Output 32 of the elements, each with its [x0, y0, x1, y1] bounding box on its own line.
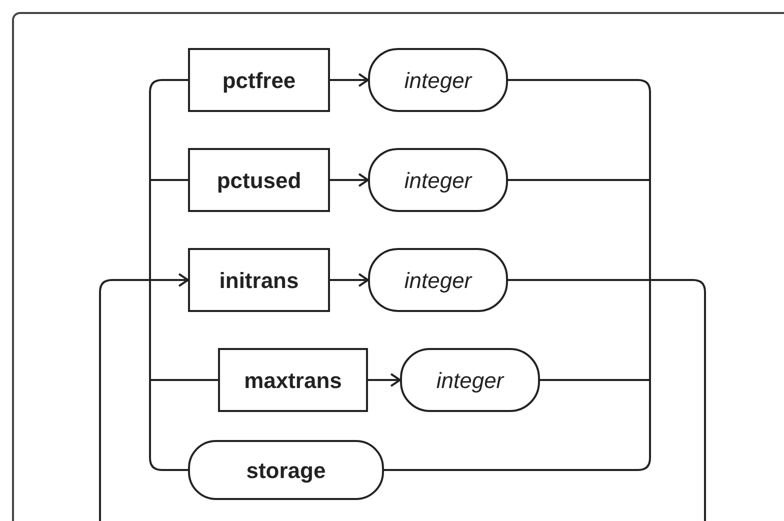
- connector-line: [540, 379, 650, 381]
- node-label: pctused: [216, 166, 302, 195]
- arrow: [330, 73, 369, 87]
- connector-line: [384, 458, 651, 471]
- keyword-box: [188, 48, 330, 112]
- connector-line: [150, 179, 188, 181]
- variable-pill: [368, 248, 508, 312]
- node-label: integer: [404, 166, 472, 195]
- node-label: integer: [436, 366, 504, 395]
- variable-pill: [400, 348, 540, 412]
- node-label: initrans: [219, 266, 299, 294]
- clause-pill: [188, 440, 384, 500]
- node-label: integer: [404, 66, 472, 95]
- node-label: integer: [404, 266, 472, 295]
- connector-line: [149, 79, 188, 92]
- variable-pill: [368, 148, 508, 212]
- arrow: [330, 173, 369, 187]
- arrow: [99, 273, 189, 521]
- connector-line: [508, 279, 706, 521]
- keyword-box: [188, 148, 330, 212]
- variable-pill: [368, 48, 508, 112]
- connector-line: [508, 179, 650, 181]
- connector-line: [508, 79, 651, 92]
- keyword-box: [218, 348, 368, 412]
- node-label: maxtrans: [244, 366, 342, 394]
- arrow: [330, 273, 369, 287]
- connector-line: [149, 458, 188, 471]
- keyword-box: [188, 248, 330, 312]
- connector-line: [150, 379, 218, 381]
- node-label: storage: [246, 456, 326, 485]
- node-label: pctfree: [222, 66, 296, 95]
- arrow: [368, 373, 401, 387]
